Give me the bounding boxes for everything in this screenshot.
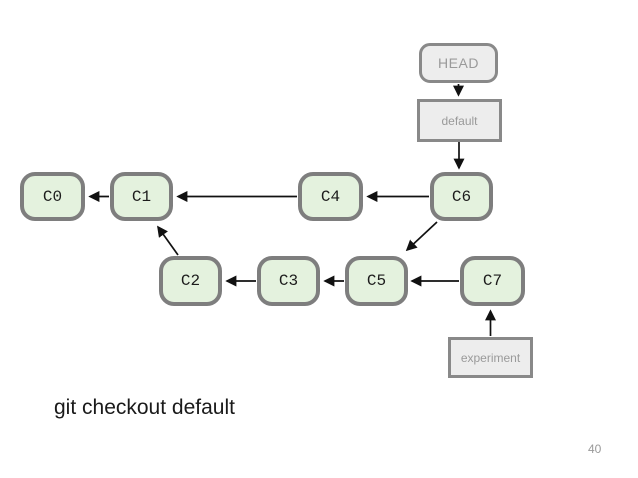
branch-box-default: default bbox=[417, 99, 502, 142]
arrow-c6-to-c5 bbox=[405, 221, 438, 252]
branch-box-experiment: experiment bbox=[448, 337, 533, 378]
commit-node-c1: C1 bbox=[110, 172, 173, 221]
head-pointer-box: HEAD bbox=[419, 43, 498, 83]
arrow-c2-to-c1 bbox=[157, 225, 179, 256]
commit-node-c2: C2 bbox=[159, 256, 222, 306]
commit-node-c5: C5 bbox=[345, 256, 408, 306]
commit-node-c3: C3 bbox=[257, 256, 320, 306]
page-number: 40 bbox=[588, 442, 602, 456]
commit-node-c4: C4 bbox=[298, 172, 363, 221]
commit-node-c0: C0 bbox=[20, 172, 85, 221]
commit-node-c6: C6 bbox=[430, 172, 493, 221]
command-caption: git checkout default bbox=[54, 396, 235, 419]
commit-node-c7: C7 bbox=[460, 256, 525, 306]
